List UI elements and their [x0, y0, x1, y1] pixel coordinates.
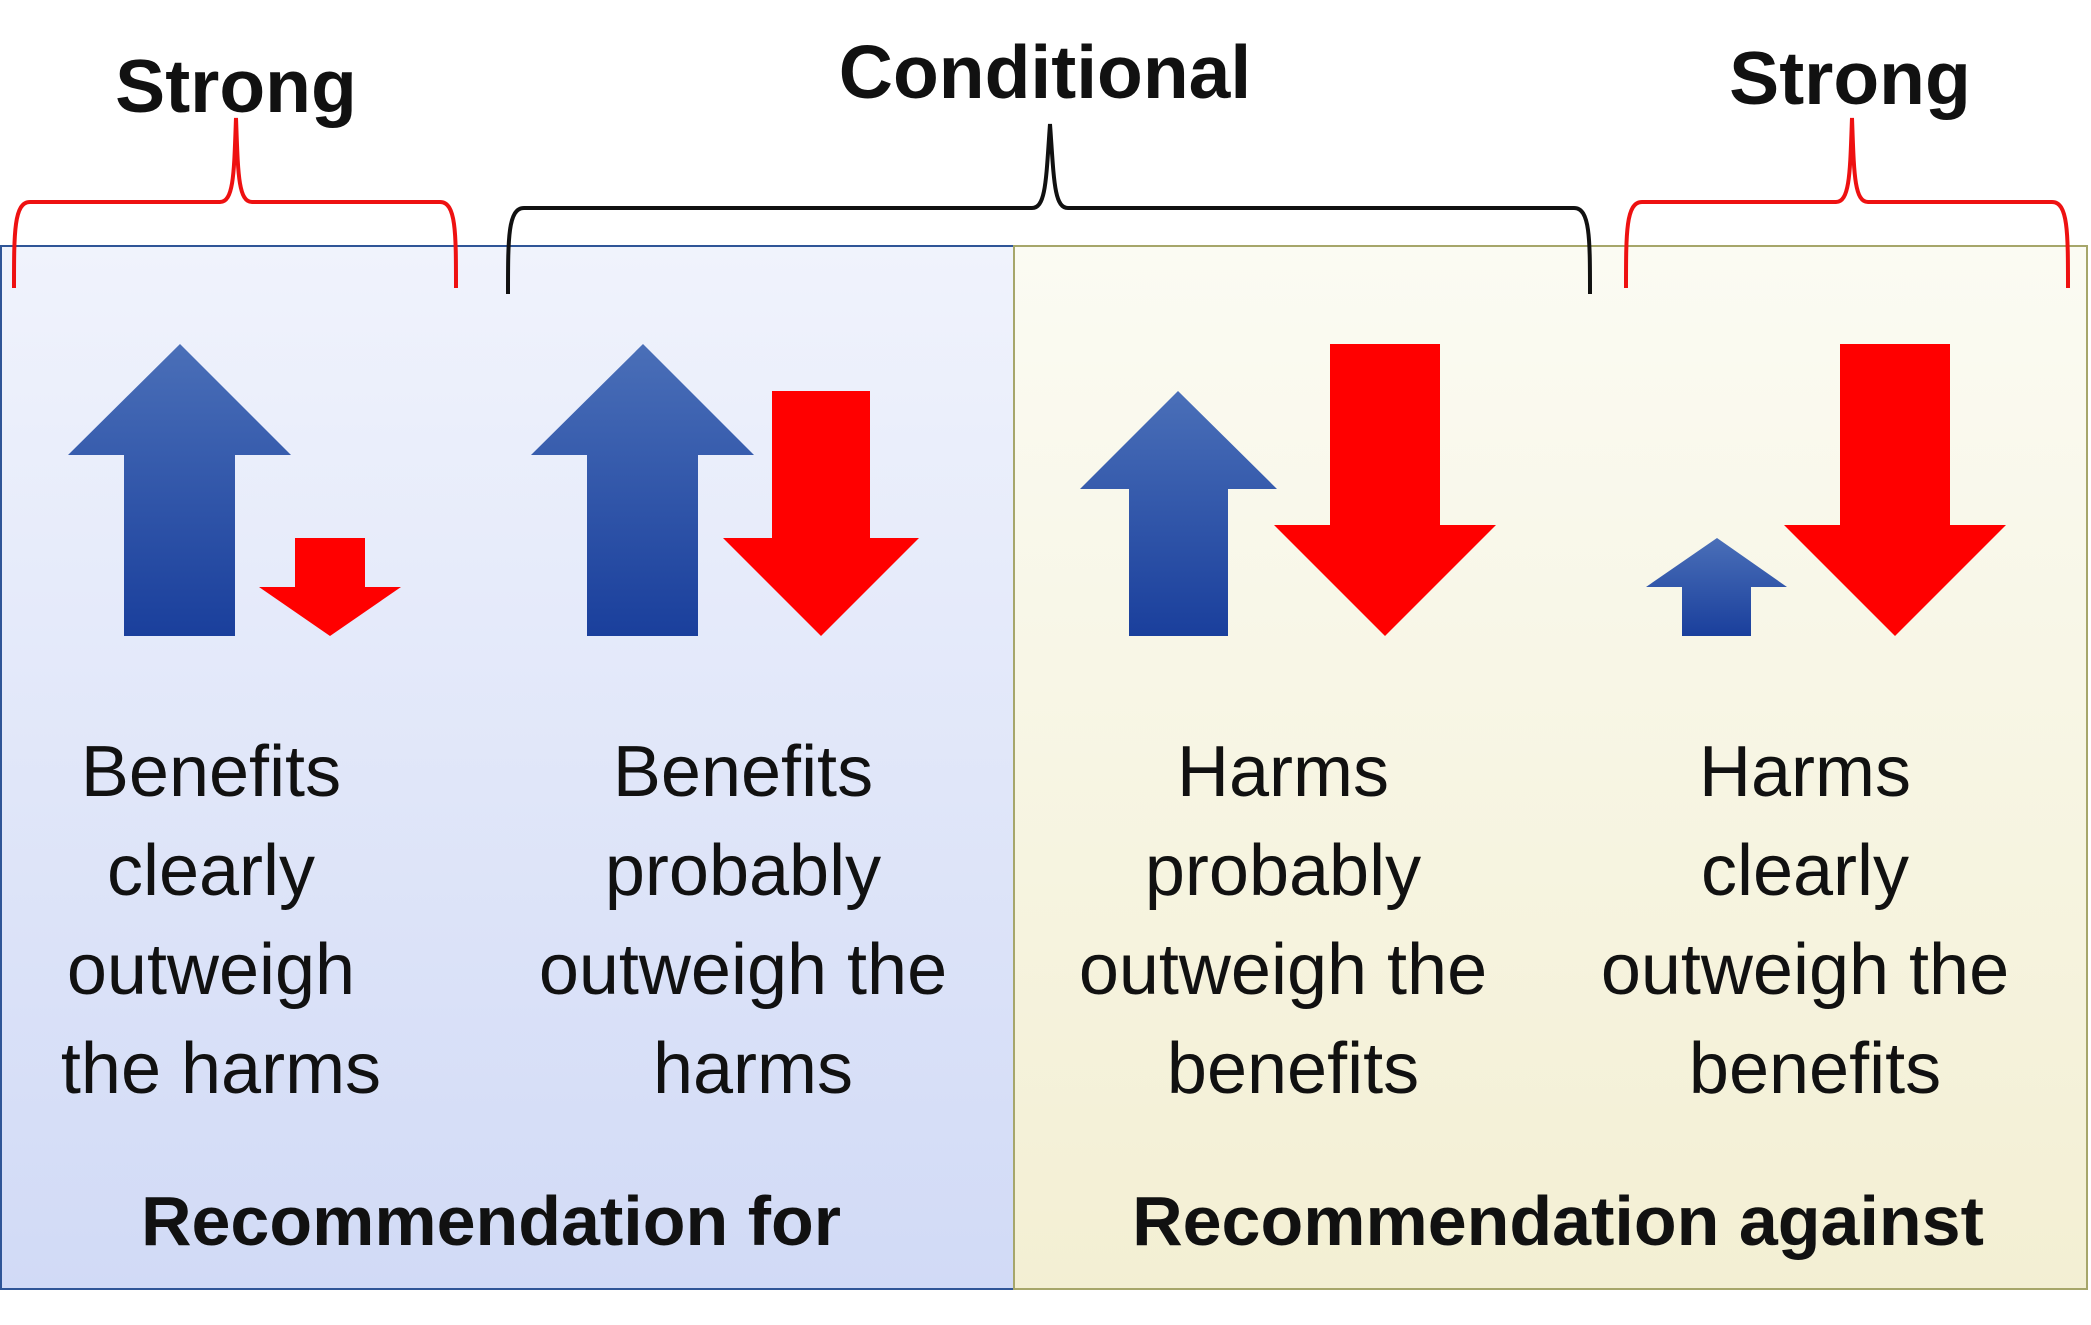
description-line: outweigh the	[1601, 930, 2009, 1010]
description-line: benefits	[1167, 1029, 1419, 1109]
conditional-heading: Conditional	[839, 30, 1251, 114]
strong-for-heading: Strong	[115, 44, 357, 128]
conditional-bracket	[506, 123, 1592, 295]
description-line: Harms	[1699, 732, 1911, 812]
description-line: harms	[653, 1029, 853, 1109]
description-line: probably	[605, 831, 881, 911]
strong-against-bracket	[1624, 117, 2070, 289]
benefit-arrow-up-icon	[1646, 538, 1787, 636]
description-line: the harms	[61, 1029, 381, 1109]
conditional-for-description: Benefits probably outweigh the harms	[539, 732, 967, 1109]
strong-for-description: Benefits clearly outweigh the harms	[61, 732, 381, 1109]
conditional-against-description: Harms probably outweigh the benefits	[1079, 732, 1507, 1109]
description-line: benefits	[1689, 1029, 1941, 1109]
description-line: clearly	[1701, 831, 1909, 911]
recommendation-against-label: Recommendation against	[1132, 1182, 1984, 1260]
description-line: Harms	[1177, 732, 1389, 812]
description-line: outweigh the	[1079, 930, 1487, 1010]
benefit-arrow-up-icon	[531, 344, 754, 636]
description-line: outweigh	[67, 930, 355, 1010]
benefit-arrow-up-icon	[1080, 391, 1277, 636]
description-line: Benefits	[613, 732, 873, 812]
harm-arrow-down-icon	[1784, 344, 2006, 636]
description-line: outweigh the	[539, 930, 947, 1010]
strong-against-description: Harms clearly outweigh the benefits	[1601, 732, 2029, 1109]
strong-against-heading: Strong	[1729, 36, 1971, 120]
description-line: probably	[1145, 831, 1421, 911]
strong-for-bracket	[12, 117, 458, 289]
benefit-arrow-up-icon	[68, 344, 291, 636]
description-line: clearly	[107, 831, 315, 911]
description-line: Benefits	[81, 732, 341, 812]
recommendation-for-label: Recommendation for	[141, 1182, 841, 1260]
harm-arrow-down-icon	[259, 538, 401, 636]
harm-arrow-down-icon	[723, 391, 919, 636]
harm-arrow-down-icon	[1274, 344, 1496, 636]
